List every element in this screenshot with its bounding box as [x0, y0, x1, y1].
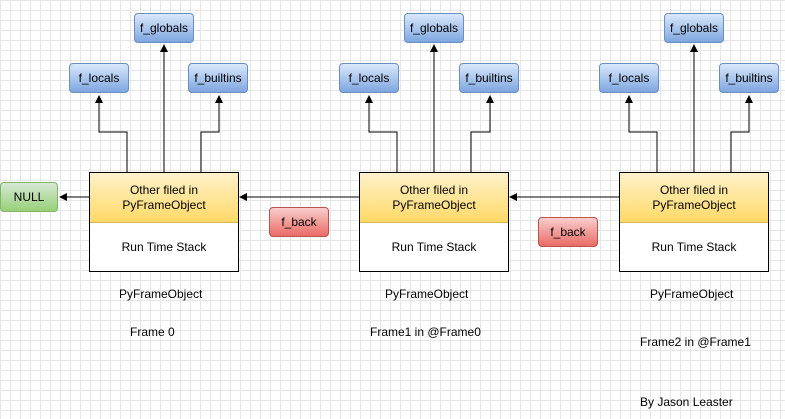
frame-fields-line1-1: Other filed in: [399, 182, 469, 197]
frame-fields-line1-0: Other filed in: [129, 182, 199, 197]
frame-fields-line2-2: PyFrameObject: [652, 197, 736, 212]
frame-fields-line1-2: Other filed in: [659, 182, 729, 197]
runtime-stack-label-0: Run Time Stack: [121, 240, 207, 254]
frame-label-1: Frame1 in @Frame0: [370, 325, 481, 339]
back-link-node-1[interactable]: f_back: [538, 217, 598, 247]
runtime-stack-section-1: Run Time Stack: [360, 223, 508, 271]
arrow-to-builtins-0: [200, 95, 223, 172]
globals-node-2[interactable]: f_globals: [664, 13, 724, 43]
locals-label-2: f_locals: [608, 71, 650, 85]
back-link-node-0[interactable]: f_back: [269, 207, 329, 237]
runtime-stack-section-0: Run Time Stack: [90, 223, 238, 271]
locals-node-1[interactable]: f_locals: [339, 63, 399, 93]
locals-node-0[interactable]: f_locals: [69, 63, 129, 93]
frame-fields-line2-1: PyFrameObject: [392, 197, 476, 212]
type-label-0: PyFrameObject: [119, 287, 203, 301]
builtins-node-0[interactable]: f_builtins: [188, 63, 248, 93]
type-label-1: PyFrameObject: [385, 287, 469, 301]
globals-node-0[interactable]: f_globals: [134, 13, 194, 43]
arrow-to-locals-0: [95, 95, 128, 172]
frame-label-2: Frame2 in @Frame1: [640, 335, 751, 349]
globals-label-2: f_globals: [669, 21, 719, 35]
runtime-stack-section-2: Run Time Stack: [620, 223, 768, 271]
runtime-stack-label-2: Run Time Stack: [651, 240, 737, 254]
builtins-label-0: f_builtins: [194, 71, 242, 85]
back-link-label-1: f_back: [550, 225, 586, 239]
arrow-to-locals-2: [625, 95, 658, 172]
locals-label-1: f_locals: [348, 71, 390, 85]
arrow-to-builtins-2: [730, 95, 753, 172]
builtins-label-2: f_builtins: [725, 71, 773, 85]
runtime-stack-label-1: Run Time Stack: [391, 240, 477, 254]
builtins-node-2[interactable]: f_builtins: [719, 63, 779, 93]
null-label: NULL: [13, 190, 45, 204]
locals-node-2[interactable]: f_locals: [599, 63, 659, 93]
globals-node-1[interactable]: f_globals: [404, 13, 464, 43]
arrow-to-locals-1: [365, 95, 398, 172]
builtins-node-1[interactable]: f_builtins: [459, 63, 519, 93]
null-node[interactable]: NULL: [0, 182, 58, 212]
arrow-to-builtins-1: [470, 95, 494, 172]
builtins-label-1: f_builtins: [465, 71, 513, 85]
globals-label-0: f_globals: [139, 21, 189, 35]
locals-label-0: f_locals: [78, 71, 120, 85]
frame-label-0: Frame 0: [130, 325, 175, 339]
frame-fields-line2-0: PyFrameObject: [122, 197, 206, 212]
back-link-label-0: f_back: [281, 215, 317, 229]
globals-label-1: f_globals: [409, 21, 459, 35]
author-credit: By Jason Leaster: [640, 395, 733, 409]
type-label-2: PyFrameObject: [650, 287, 734, 301]
